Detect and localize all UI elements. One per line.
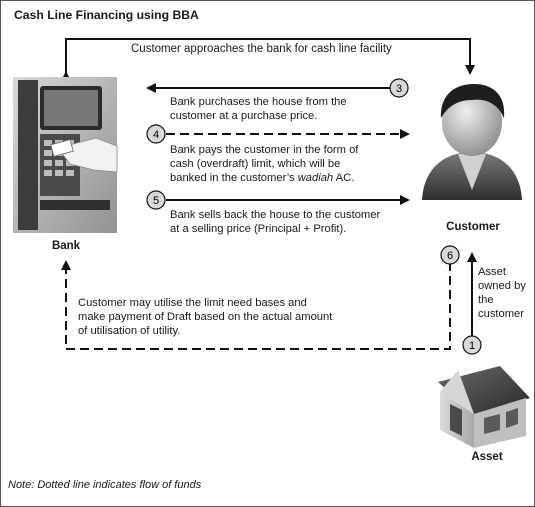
step3-number: 3 [396, 83, 402, 95]
house-icon [438, 366, 530, 448]
step3-line1: Bank purchases the house from the [170, 96, 347, 108]
step5-line1: Bank sells back the house to the custome… [170, 209, 381, 221]
step4-number: 4 [153, 129, 159, 141]
step1-badge: 1 [462, 335, 482, 355]
step1-number: 1 [469, 340, 475, 352]
step6-badge: 6 [440, 245, 460, 265]
bottom-line2: make payment of Draft based on the actua… [78, 311, 333, 323]
step5-number: 5 [153, 195, 159, 207]
bottom-line3: of utilisation of utility. [78, 325, 181, 337]
footnote: Note: Dotted line indicates flow of fund… [8, 479, 202, 491]
step1-line1: Asset [478, 266, 506, 278]
step3-badge: 3 [389, 78, 409, 98]
step6-number: 6 [447, 250, 453, 262]
step1-line3: the [478, 294, 494, 306]
step4-badge: 4 [146, 124, 166, 144]
step5-line2: at a selling price (Principal + Profit). [170, 223, 347, 235]
bottom-flow-arrow [61, 260, 451, 350]
step3-line2: customer at a purchase price. [170, 110, 318, 122]
step4-line3-italic: wadiah [297, 172, 334, 184]
top-flow-arrow [61, 38, 475, 81]
step4-line1: Bank pays the customer in the form of [170, 144, 359, 156]
step1-line4: customer [478, 308, 525, 320]
diagram-title: Cash Line Financing using BBA [14, 8, 199, 22]
customer-icon [422, 84, 522, 200]
step5-badge: 5 [146, 190, 166, 210]
step4-line3-pre: banked in the customer’s [170, 172, 298, 184]
step4-line2: cash (overdraft) limit, which will be [170, 158, 341, 170]
step4-line3: banked in the customer’s wadiah AC. [170, 171, 354, 185]
step1-line2: owned by [478, 280, 526, 292]
asset-label: Asset [471, 451, 503, 463]
atm-icon [13, 77, 118, 233]
bottom-line1: Customer may utilise the limit need base… [78, 297, 307, 309]
step4-line3-post: AC. [333, 172, 355, 184]
customer-label: Customer [446, 221, 500, 233]
bank-label: Bank [51, 240, 81, 252]
top-flow-label: Customer approaches the bank for cash li… [131, 43, 392, 55]
